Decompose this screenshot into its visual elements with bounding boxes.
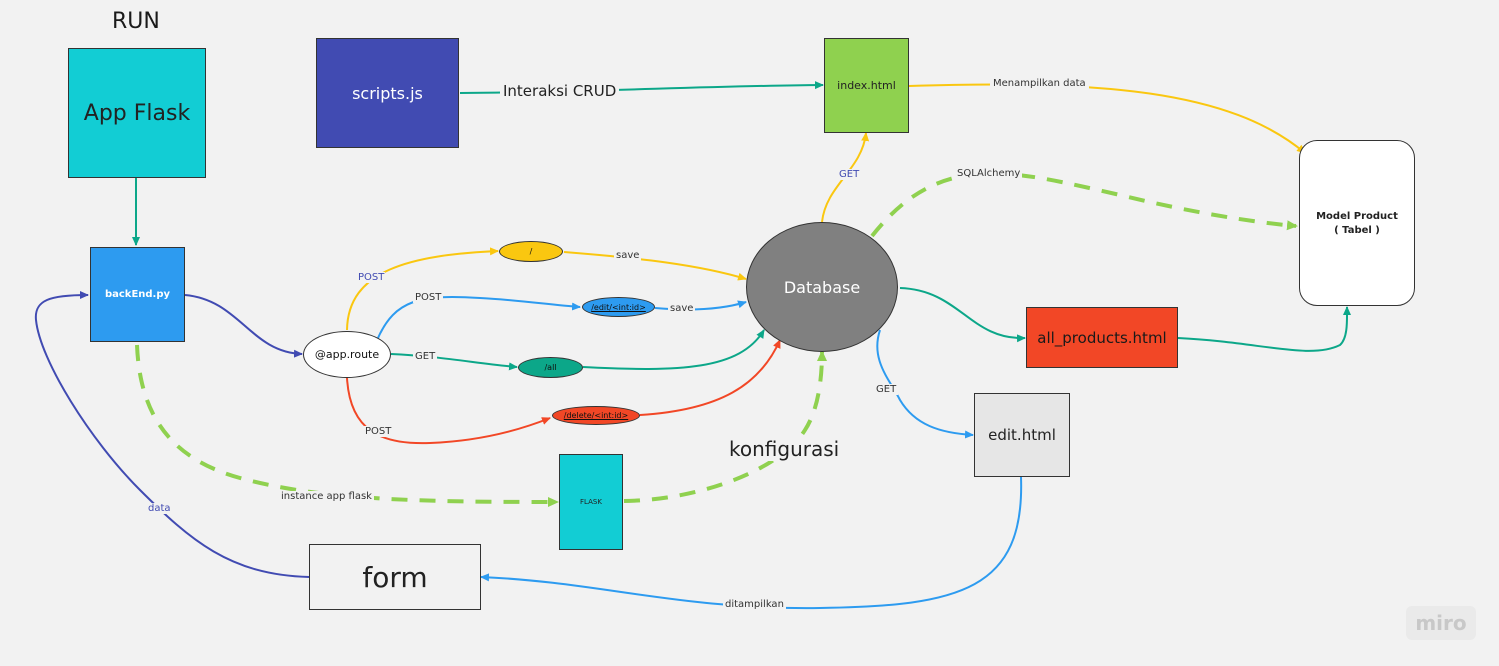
label-post-edit: POST [413,292,444,303]
edge-delete-db [639,339,781,416]
label-ditampilkan: ditampilkan [723,599,786,610]
label-get-all: GET [413,351,438,362]
edge-flask-db-konfigurasi [623,350,827,503]
edge-backend-route [184,294,303,358]
edge-db-model-sqlalchemy [870,171,1298,238]
route-delete-oval[interactable]: /delete/<int:id> [552,406,640,425]
model-product-subtitle: ( Tabel ) [1334,224,1380,236]
database-node[interactable]: Database [746,222,898,352]
form-node[interactable]: form [309,544,481,610]
edge-db-allproducts [899,287,1026,343]
label-interaksi-crud: Interaksi CRUD [500,82,620,100]
model-product-title: Model Product [1316,210,1398,222]
edge-form-backend [34,291,310,578]
label-konfigurasi: konfigurasi [727,437,842,461]
label-get-index: GET [838,169,861,180]
label-get-edit: GET [874,384,899,395]
app-route-node[interactable]: @app.route [303,331,391,378]
edge-allproducts-model [1177,306,1352,352]
label-save-edit: save [668,303,696,314]
edge-edit-db [654,300,747,311]
model-product-node[interactable]: Model Product ( Tabel ) [1299,140,1415,306]
edge-route-root [346,247,499,331]
edge-db-edit [876,329,974,439]
edge-all-db [582,329,765,370]
label-data: data [146,503,173,514]
route-root-oval[interactable]: / [499,241,563,262]
edge-route-all [390,353,518,371]
label-sqlalchemy: SQLAlchemy [955,168,1023,179]
edge-edit-form [480,476,1023,610]
backend-py-node[interactable]: backEnd.py [90,247,185,342]
edge-root-db [563,251,747,281]
route-edit-oval[interactable]: /edit/<int:id> [582,297,655,317]
scripts-js-node[interactable]: scripts.js [316,38,459,148]
run-title: RUN [112,9,160,34]
route-all-oval[interactable]: /all [518,357,583,378]
miro-watermark: miro [1406,606,1476,640]
label-post-delete: POST [363,426,394,437]
label-instance-app-flask: instance app flask [279,491,374,502]
flask-node[interactable]: FLASK [559,454,623,550]
edge-route-delete [346,377,551,445]
app-flask-node[interactable]: App Flask [68,48,206,178]
label-save-root: save [614,250,642,261]
edge-route-edit [377,295,581,339]
edge-index-model [908,83,1306,154]
label-menampilkan-data: Menampilkan data [990,78,1089,89]
index-html-node[interactable]: index.html [824,38,909,133]
edit-html-node[interactable]: edit.html [974,393,1070,477]
all-products-html-node[interactable]: all_products.html [1026,307,1178,368]
edge-backend-flask [135,344,559,507]
label-post-root: POST [357,272,386,283]
